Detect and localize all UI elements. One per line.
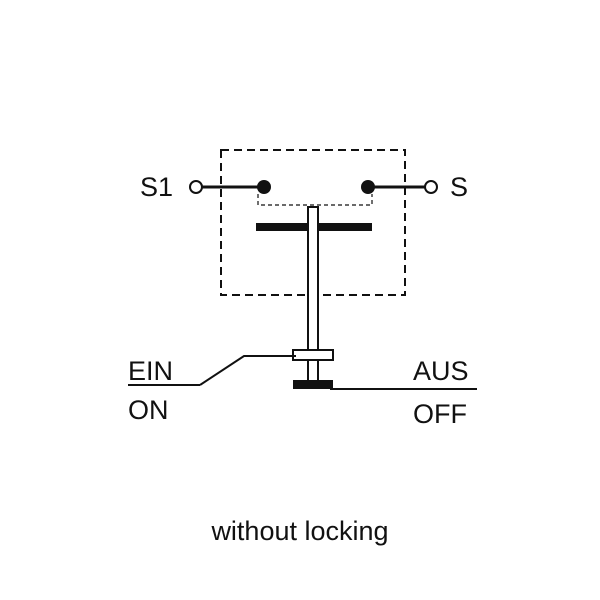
- plunger-base: [293, 380, 333, 389]
- position-label-ein: EIN: [128, 356, 173, 386]
- on-actuation-line: [199, 355, 296, 386]
- position-label-aus: AUS: [413, 356, 469, 386]
- contact-point-left: [257, 180, 271, 194]
- terminal-label-s: S: [450, 172, 468, 202]
- position-label-on: ON: [128, 395, 169, 425]
- terminal-s1: [189, 180, 203, 194]
- position-label-off: OFF: [413, 399, 467, 429]
- contact-bridge-outline: [257, 194, 373, 206]
- diagram-caption: without locking: [211, 516, 389, 546]
- terminal-label-s1: S1: [140, 172, 173, 202]
- terminal-s: [424, 180, 438, 194]
- plunger-collar: [292, 349, 334, 361]
